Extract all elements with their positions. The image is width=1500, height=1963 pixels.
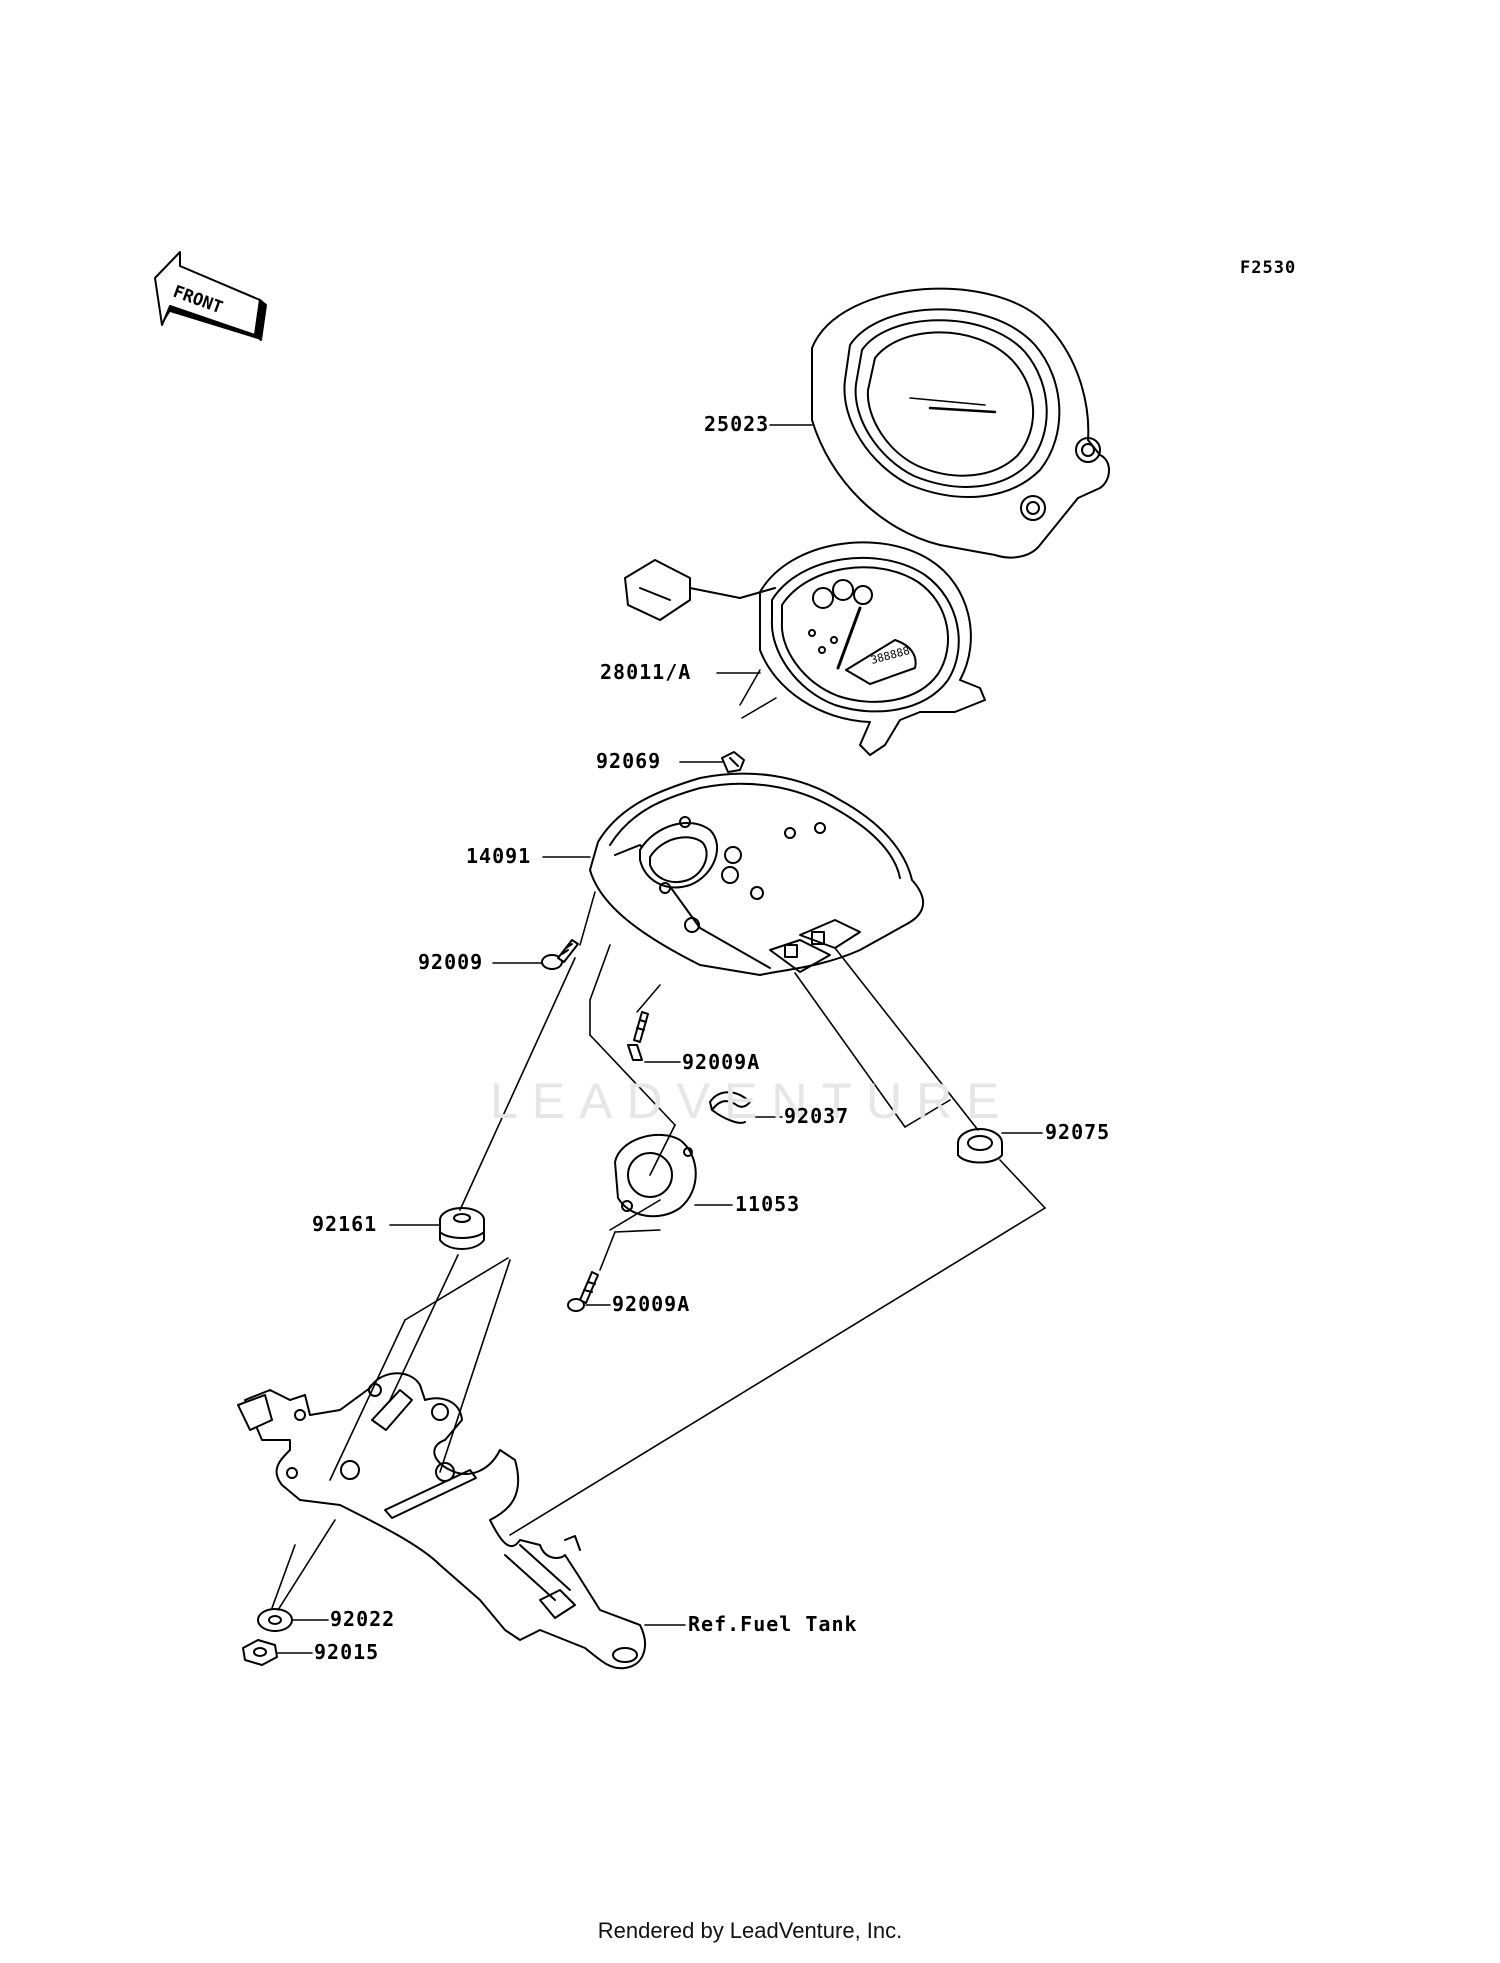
- meter-bracket-stay: [237, 1372, 646, 1670]
- watermark: LEADVENTURE: [490, 1073, 1014, 1129]
- part-label-92009a-lower[interactable]: 92009A: [612, 1292, 691, 1316]
- figure-code: F2530: [1240, 258, 1297, 278]
- screw-92009a-lower: [567, 1271, 599, 1312]
- part-label-92015[interactable]: 92015: [314, 1640, 380, 1664]
- screw-92069: [721, 751, 745, 773]
- nut-92015: [242, 1639, 278, 1666]
- part-label-92161[interactable]: 92161: [312, 1212, 378, 1236]
- part-label-92022[interactable]: 92022: [330, 1607, 396, 1631]
- part-label-92069[interactable]: 92069: [596, 749, 662, 773]
- part-label-92009[interactable]: 92009: [418, 950, 484, 974]
- screw-92009a-upper: [627, 1011, 649, 1061]
- part-label-25023[interactable]: 25023: [704, 412, 770, 436]
- washer-92022: [257, 1608, 293, 1632]
- bracket-11053: [614, 1133, 697, 1218]
- grommet-92075: [957, 1128, 1003, 1164]
- damper-92161: [439, 1207, 485, 1250]
- part-label-92037[interactable]: 92037: [784, 1104, 850, 1128]
- footer-credit: Rendered by LeadVenture, Inc.: [597, 1918, 903, 1943]
- part-label-92075[interactable]: 92075: [1045, 1120, 1111, 1144]
- part-label-28011a[interactable]: 28011/A: [600, 660, 692, 684]
- meter-assy-28011a: 388888: [624, 541, 986, 756]
- screw-92009: [541, 939, 579, 970]
- meter-cover-25023: [811, 287, 1110, 559]
- front-arrow-icon: FRONT: [154, 251, 267, 341]
- part-label-92009a-upper[interactable]: 92009A: [682, 1050, 761, 1074]
- meter-case-14091: [589, 772, 925, 976]
- part-label-11053[interactable]: 11053: [735, 1192, 801, 1216]
- part-label-ref-fuel-tank: Ref.Fuel Tank: [688, 1612, 858, 1636]
- band-92037: [709, 1091, 751, 1124]
- leader-lines: [271, 424, 1046, 1654]
- part-label-14091[interactable]: 14091: [466, 844, 532, 868]
